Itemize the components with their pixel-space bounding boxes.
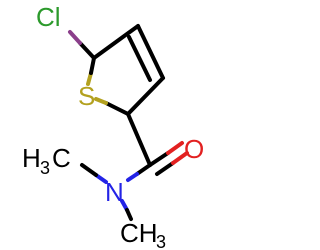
bond-c-o-1 xyxy=(148,151,170,167)
methyl-right-label: CH 3 xyxy=(120,218,166,250)
bond-c-o-2 xyxy=(155,161,175,176)
bond-c2-s xyxy=(104,101,130,116)
bond-c4-c3 xyxy=(136,24,165,80)
bond-n-me-left-hetero xyxy=(94,173,108,184)
bond-c2-carbonyl xyxy=(126,112,152,167)
bond-c3-c2 xyxy=(126,76,165,116)
amide-bond xyxy=(126,163,152,182)
bond-c2-s-hetero xyxy=(94,97,108,105)
atom-n-label: N xyxy=(105,177,124,207)
bond-c-o-2-hetero xyxy=(171,151,189,165)
atom-cl-label: Cl xyxy=(36,2,61,32)
atom-s-label: S xyxy=(78,81,95,111)
methyl-left-subscript: 3 xyxy=(40,158,50,178)
chloro-bond xyxy=(68,30,96,60)
methyl-left-h: H xyxy=(22,143,41,173)
carbonyl-group xyxy=(148,141,189,176)
methyl-left-label: H 3 C xyxy=(22,143,71,178)
bond-c-n-hetero xyxy=(126,172,139,182)
methyl-right-ch: CH xyxy=(120,218,158,248)
n-methyl-left-bond xyxy=(80,163,108,184)
methyl-right-subscript: 3 xyxy=(156,232,166,250)
atom-o-label: O xyxy=(184,134,204,164)
bond-c-o-1-hetero xyxy=(166,141,184,155)
bond-c5-cl-hetero xyxy=(68,30,82,45)
molecule-structure-diagram: Cl S O N H 3 C CH 3 xyxy=(22,2,204,250)
n-methyl-right-bond xyxy=(120,199,133,221)
bond-c5-cl xyxy=(78,41,96,60)
bond-s-c5 xyxy=(89,56,96,75)
bond-c4-c3-inner xyxy=(127,35,152,82)
methyl-left-c: C xyxy=(52,143,71,173)
thiophene-ring xyxy=(86,24,165,116)
bond-c5-c4 xyxy=(92,24,140,60)
bond-n-me-right xyxy=(125,208,133,221)
bond-n-me-left xyxy=(80,163,98,177)
bond-c-n xyxy=(135,163,152,176)
